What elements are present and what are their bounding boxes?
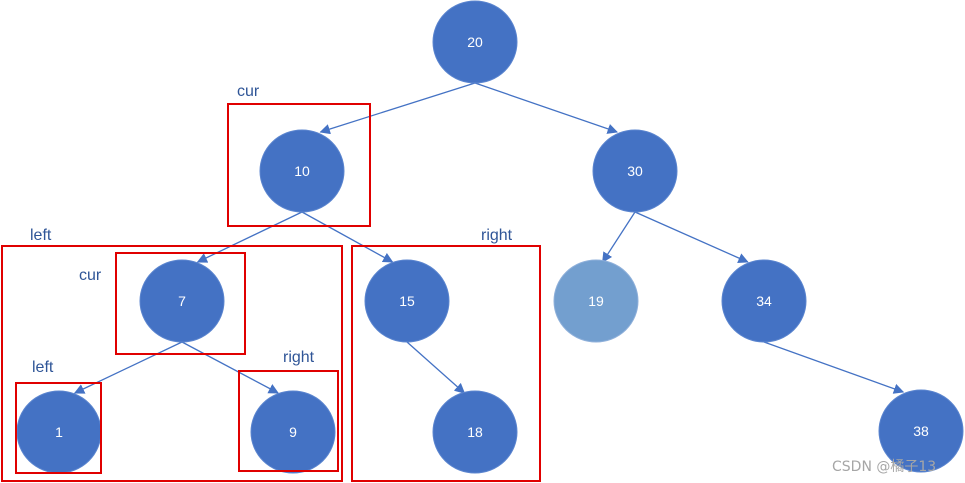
- right-subtree-box: [351, 245, 541, 482]
- node-label-30: 30: [627, 163, 643, 179]
- edge-7-1: [73, 341, 183, 394]
- tree-node-38: 38: [878, 389, 964, 473]
- tree-node-34: 34: [721, 259, 807, 343]
- node-label-20: 20: [467, 34, 483, 50]
- cur-label-top: cur: [237, 83, 260, 100]
- left-box-inner: [15, 382, 102, 474]
- tree-node-30: 30: [592, 129, 678, 213]
- edge-20-30: [474, 82, 619, 134]
- edges-layer: [73, 82, 905, 394]
- node-label-10: 10: [294, 163, 310, 179]
- node-circle-20: [432, 0, 518, 84]
- left-subtree-box: [1, 245, 343, 482]
- tree-node-15: 15: [364, 259, 450, 343]
- node-circle-10: [259, 129, 345, 213]
- node-circle-9: [250, 390, 336, 474]
- edge-10-7: [196, 211, 303, 263]
- edge-30-34: [634, 211, 749, 263]
- tree-node-9: 9: [250, 390, 336, 474]
- edge-30-19: [602, 211, 636, 263]
- left-label-outer: left: [30, 227, 52, 244]
- tree-node-1: 1: [16, 390, 102, 474]
- node-circle-18: [432, 390, 518, 474]
- node-circle-38: [878, 389, 964, 473]
- node-label-15: 15: [399, 293, 415, 309]
- tree-node-7: 7: [139, 259, 225, 343]
- node-label-7: 7: [178, 293, 186, 309]
- edge-7-9: [181, 341, 279, 394]
- node-circle-34: [721, 259, 807, 343]
- node-label-9: 9: [289, 424, 297, 440]
- node-label-1: 1: [55, 424, 63, 440]
- node-label-19: 19: [588, 293, 604, 309]
- node-label-34: 34: [756, 293, 772, 309]
- edge-15-18: [406, 341, 466, 394]
- edge-34-38: [763, 341, 905, 394]
- cur-box-outer: [227, 103, 371, 227]
- node-label-38: 38: [913, 423, 929, 439]
- tree-node-18: 18: [432, 390, 518, 474]
- edge-20-10: [319, 82, 476, 135]
- node-circle-7: [139, 259, 225, 343]
- watermark: CSDN @橘子13: [832, 459, 936, 475]
- node-label-18: 18: [467, 424, 483, 440]
- node-circle-19: [553, 259, 639, 343]
- tree-node-20: 20: [432, 0, 518, 84]
- right-box-inner: [238, 370, 339, 472]
- right-label-inner: right: [283, 349, 315, 366]
- node-circle-30: [592, 129, 678, 213]
- node-circle-15: [364, 259, 450, 343]
- tree-node-19: 19: [553, 259, 639, 343]
- right-label-outer: right: [481, 227, 513, 244]
- cur-label-inner: cur: [79, 267, 102, 284]
- edge-10-15: [301, 211, 394, 263]
- left-label-inner: left: [32, 359, 54, 376]
- tree-node-10: 10: [259, 129, 345, 213]
- cur-box-inner: [115, 252, 246, 355]
